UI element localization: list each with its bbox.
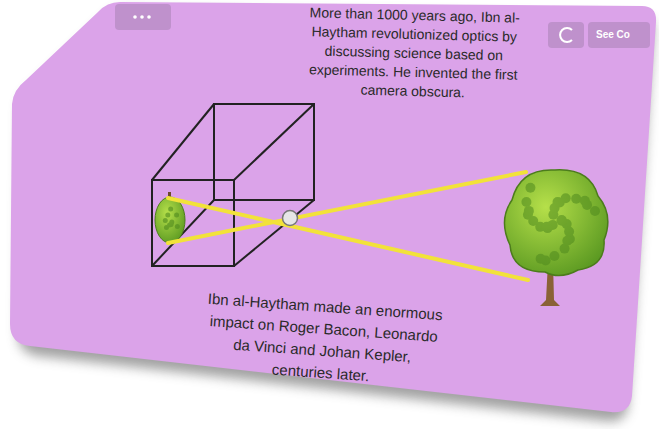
leaf-cluster bbox=[557, 216, 567, 226]
tree bbox=[504, 170, 607, 306]
card bbox=[10, 2, 656, 412]
leaf-cluster bbox=[571, 194, 581, 204]
intro-text: More than 1000 years ago, Ibn al-Haytham… bbox=[288, 3, 540, 105]
leaf-cluster bbox=[167, 222, 172, 227]
light-ray bbox=[168, 172, 528, 280]
leaf-cluster bbox=[168, 207, 173, 212]
leaf-cluster bbox=[521, 197, 531, 207]
menu-dot bbox=[133, 15, 137, 19]
menu-dot bbox=[147, 15, 151, 19]
leaf-cluster bbox=[175, 224, 180, 229]
leaf-cluster bbox=[582, 200, 592, 210]
see-code-label: See Co bbox=[596, 28, 652, 42]
impact-text-box: Ibn al-Haytham made an enormous impact o… bbox=[202, 288, 444, 392]
leaf-cluster bbox=[174, 213, 179, 218]
leaf-cluster bbox=[163, 218, 168, 223]
refresh-icon bbox=[560, 28, 572, 42]
leaf-cluster bbox=[528, 216, 538, 226]
menu-dot bbox=[140, 15, 144, 19]
pinhole bbox=[283, 211, 298, 226]
leaf-cluster bbox=[524, 206, 534, 216]
leaf-cluster bbox=[542, 222, 552, 232]
leaf-cluster bbox=[536, 254, 546, 264]
leaf-cluster bbox=[525, 183, 535, 193]
leaf-cluster bbox=[557, 215, 567, 225]
leaf-cluster bbox=[564, 227, 574, 237]
menu-button bbox=[115, 4, 171, 30]
leaf-cluster bbox=[549, 251, 559, 261]
intro-text-box: More than 1000 years ago, Ibn al-Haytham… bbox=[288, 3, 540, 105]
leaf-cluster bbox=[165, 212, 170, 217]
leaf-cluster bbox=[590, 206, 600, 216]
refresh-button bbox=[548, 22, 584, 48]
impact-text: Ibn al-Haytham made an enormous impact o… bbox=[202, 288, 444, 392]
leaf-cluster bbox=[555, 197, 565, 207]
see-code-label-box: See Co bbox=[596, 28, 652, 42]
leaf-cluster bbox=[562, 236, 572, 246]
